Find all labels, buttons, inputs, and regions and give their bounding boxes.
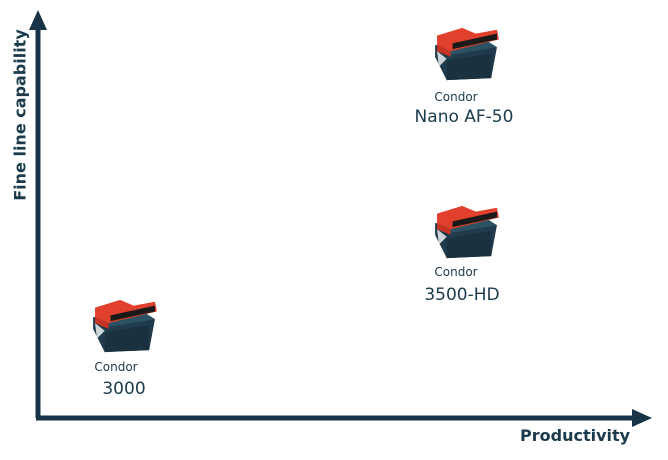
x-axis-arrow-icon <box>632 409 652 427</box>
x-axis-label: Productivity <box>520 426 631 445</box>
y-axis-arrow-icon <box>29 10 47 30</box>
machine-icon-nano-af50 <box>435 27 499 81</box>
machine-brand: Condor <box>434 265 478 279</box>
machine-model: Nano AF-50 <box>414 107 514 127</box>
machine-model: 3000 <box>102 379 146 399</box>
machine-brand: Condor <box>94 360 138 374</box>
y-axis-label: Fine line capability <box>10 29 30 201</box>
machine-icon-3500hd <box>435 205 499 259</box>
machine-brand: Condor <box>434 90 478 104</box>
machine-model: 3500-HD <box>424 285 500 305</box>
machine-icon-3000 <box>93 299 157 353</box>
